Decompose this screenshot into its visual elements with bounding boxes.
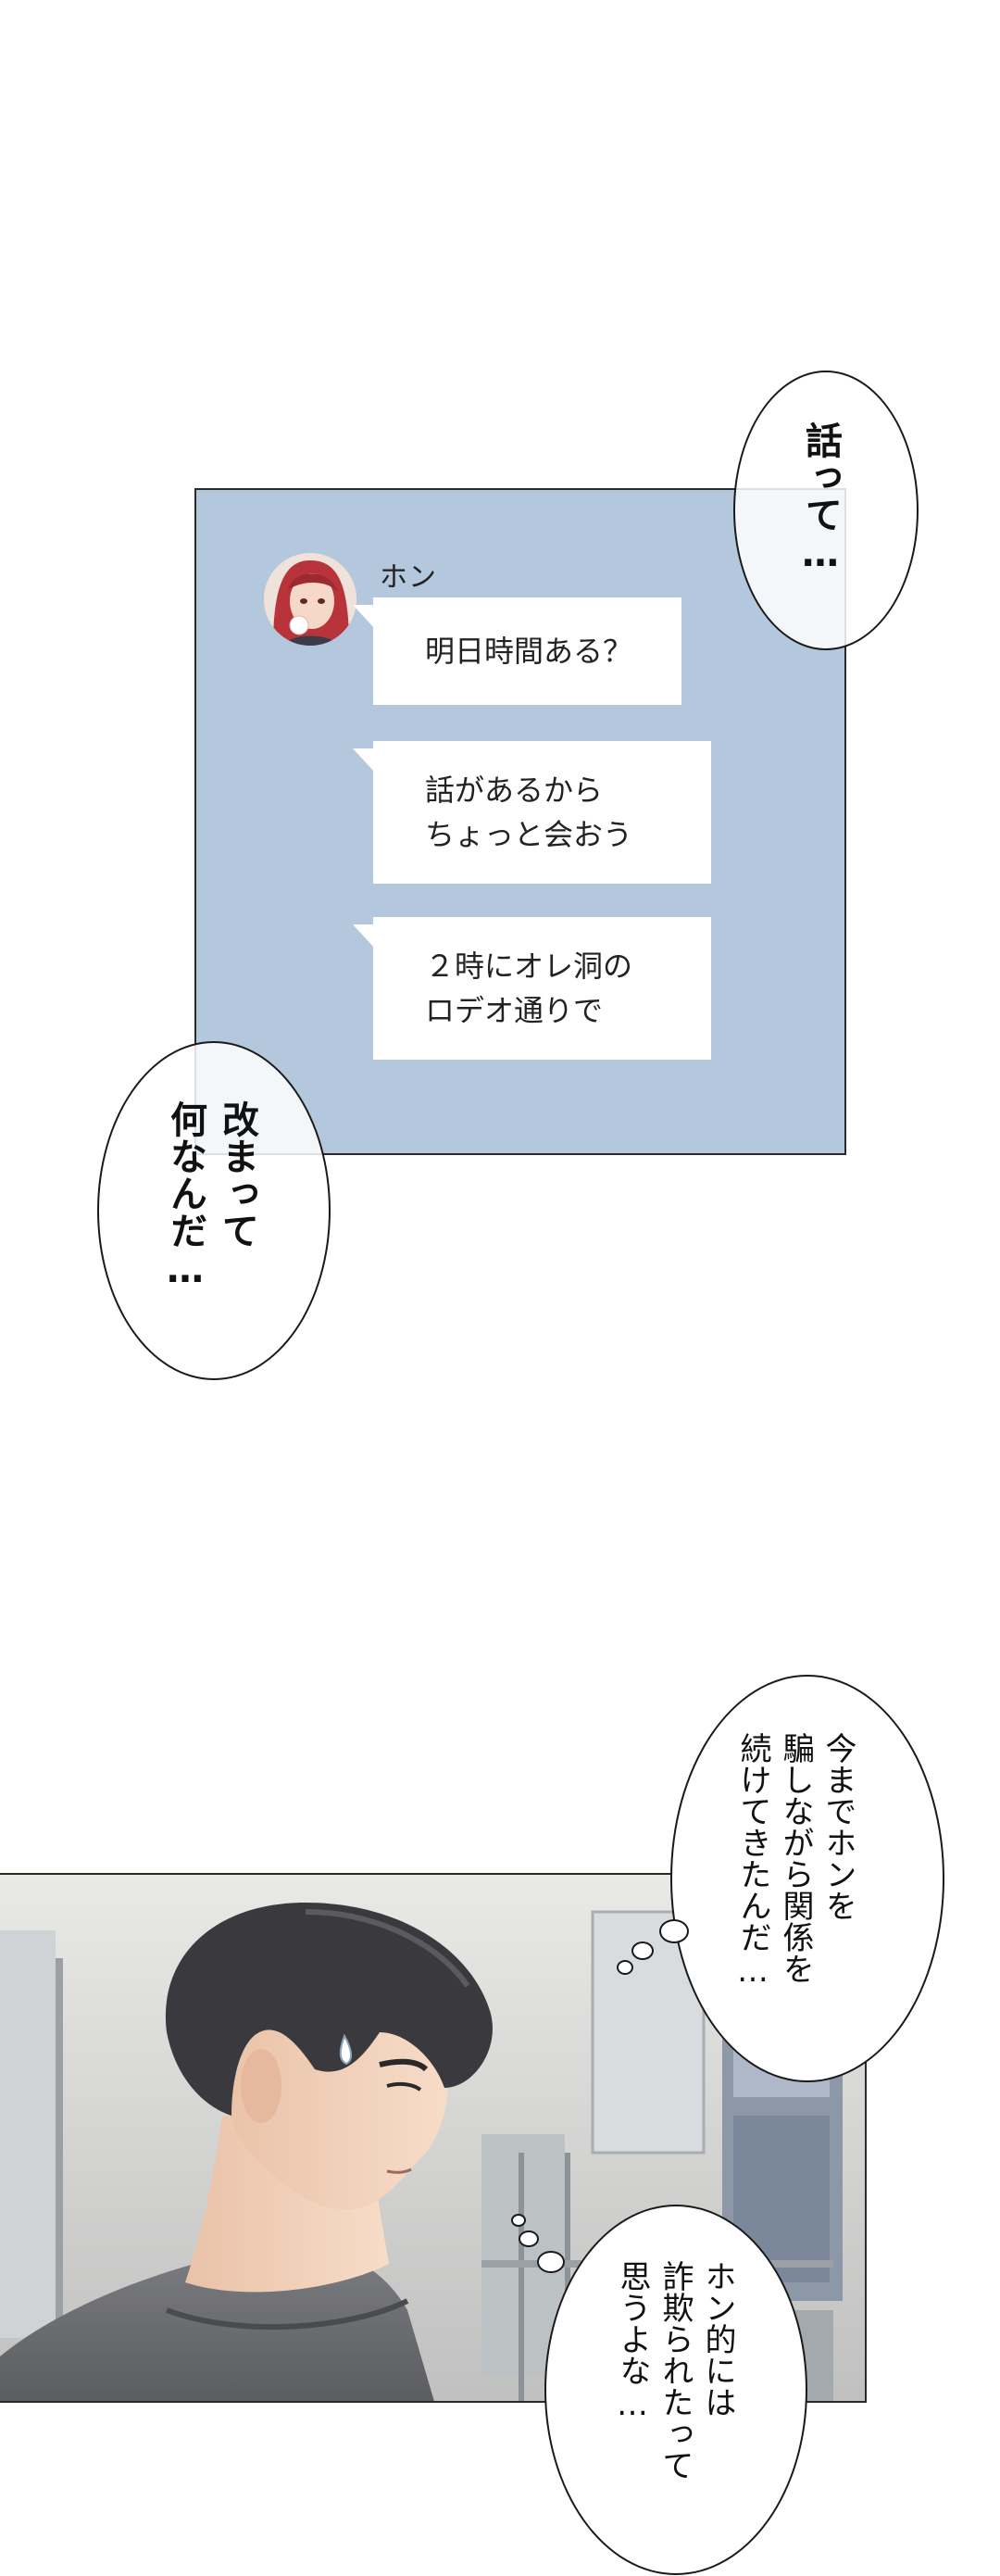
chat-message-1: 明日時間ある？ xyxy=(353,597,681,705)
speech-balloon-2 xyxy=(97,1041,331,1380)
chat-message-2: 話があるから ちょっと会おう xyxy=(353,741,711,884)
thought-tail-dot-2 xyxy=(631,1941,654,1960)
thought-text-1: 今までホンを 騙しながら関係を 続けてきたんだ… xyxy=(734,1732,856,1990)
thought-tail-dot-3 xyxy=(617,1960,633,1975)
speech-balloon-1 xyxy=(733,371,919,650)
thought-balloon-2 xyxy=(544,2205,807,2575)
chat-sender-name: ホン xyxy=(380,561,437,594)
thought-text-2: ホン的には 詐欺られたって 思うよな… xyxy=(614,2260,736,2481)
thought-tail-dot-1 xyxy=(659,1919,689,1943)
thought-tail-dot-4 xyxy=(537,2251,565,2273)
chat-message-3: ２時にオレ洞の ロデオ通りで xyxy=(353,917,711,1060)
thought-tail-dot-6 xyxy=(511,2214,526,2227)
thought-tail-dot-5 xyxy=(519,2230,539,2247)
woman-avatar-icon xyxy=(264,553,356,646)
speech-text-2: 改まって 何なんだ… xyxy=(164,1100,258,1291)
thought-balloon-1 xyxy=(670,1675,944,2082)
speech-text-1: 話って… xyxy=(799,421,842,575)
